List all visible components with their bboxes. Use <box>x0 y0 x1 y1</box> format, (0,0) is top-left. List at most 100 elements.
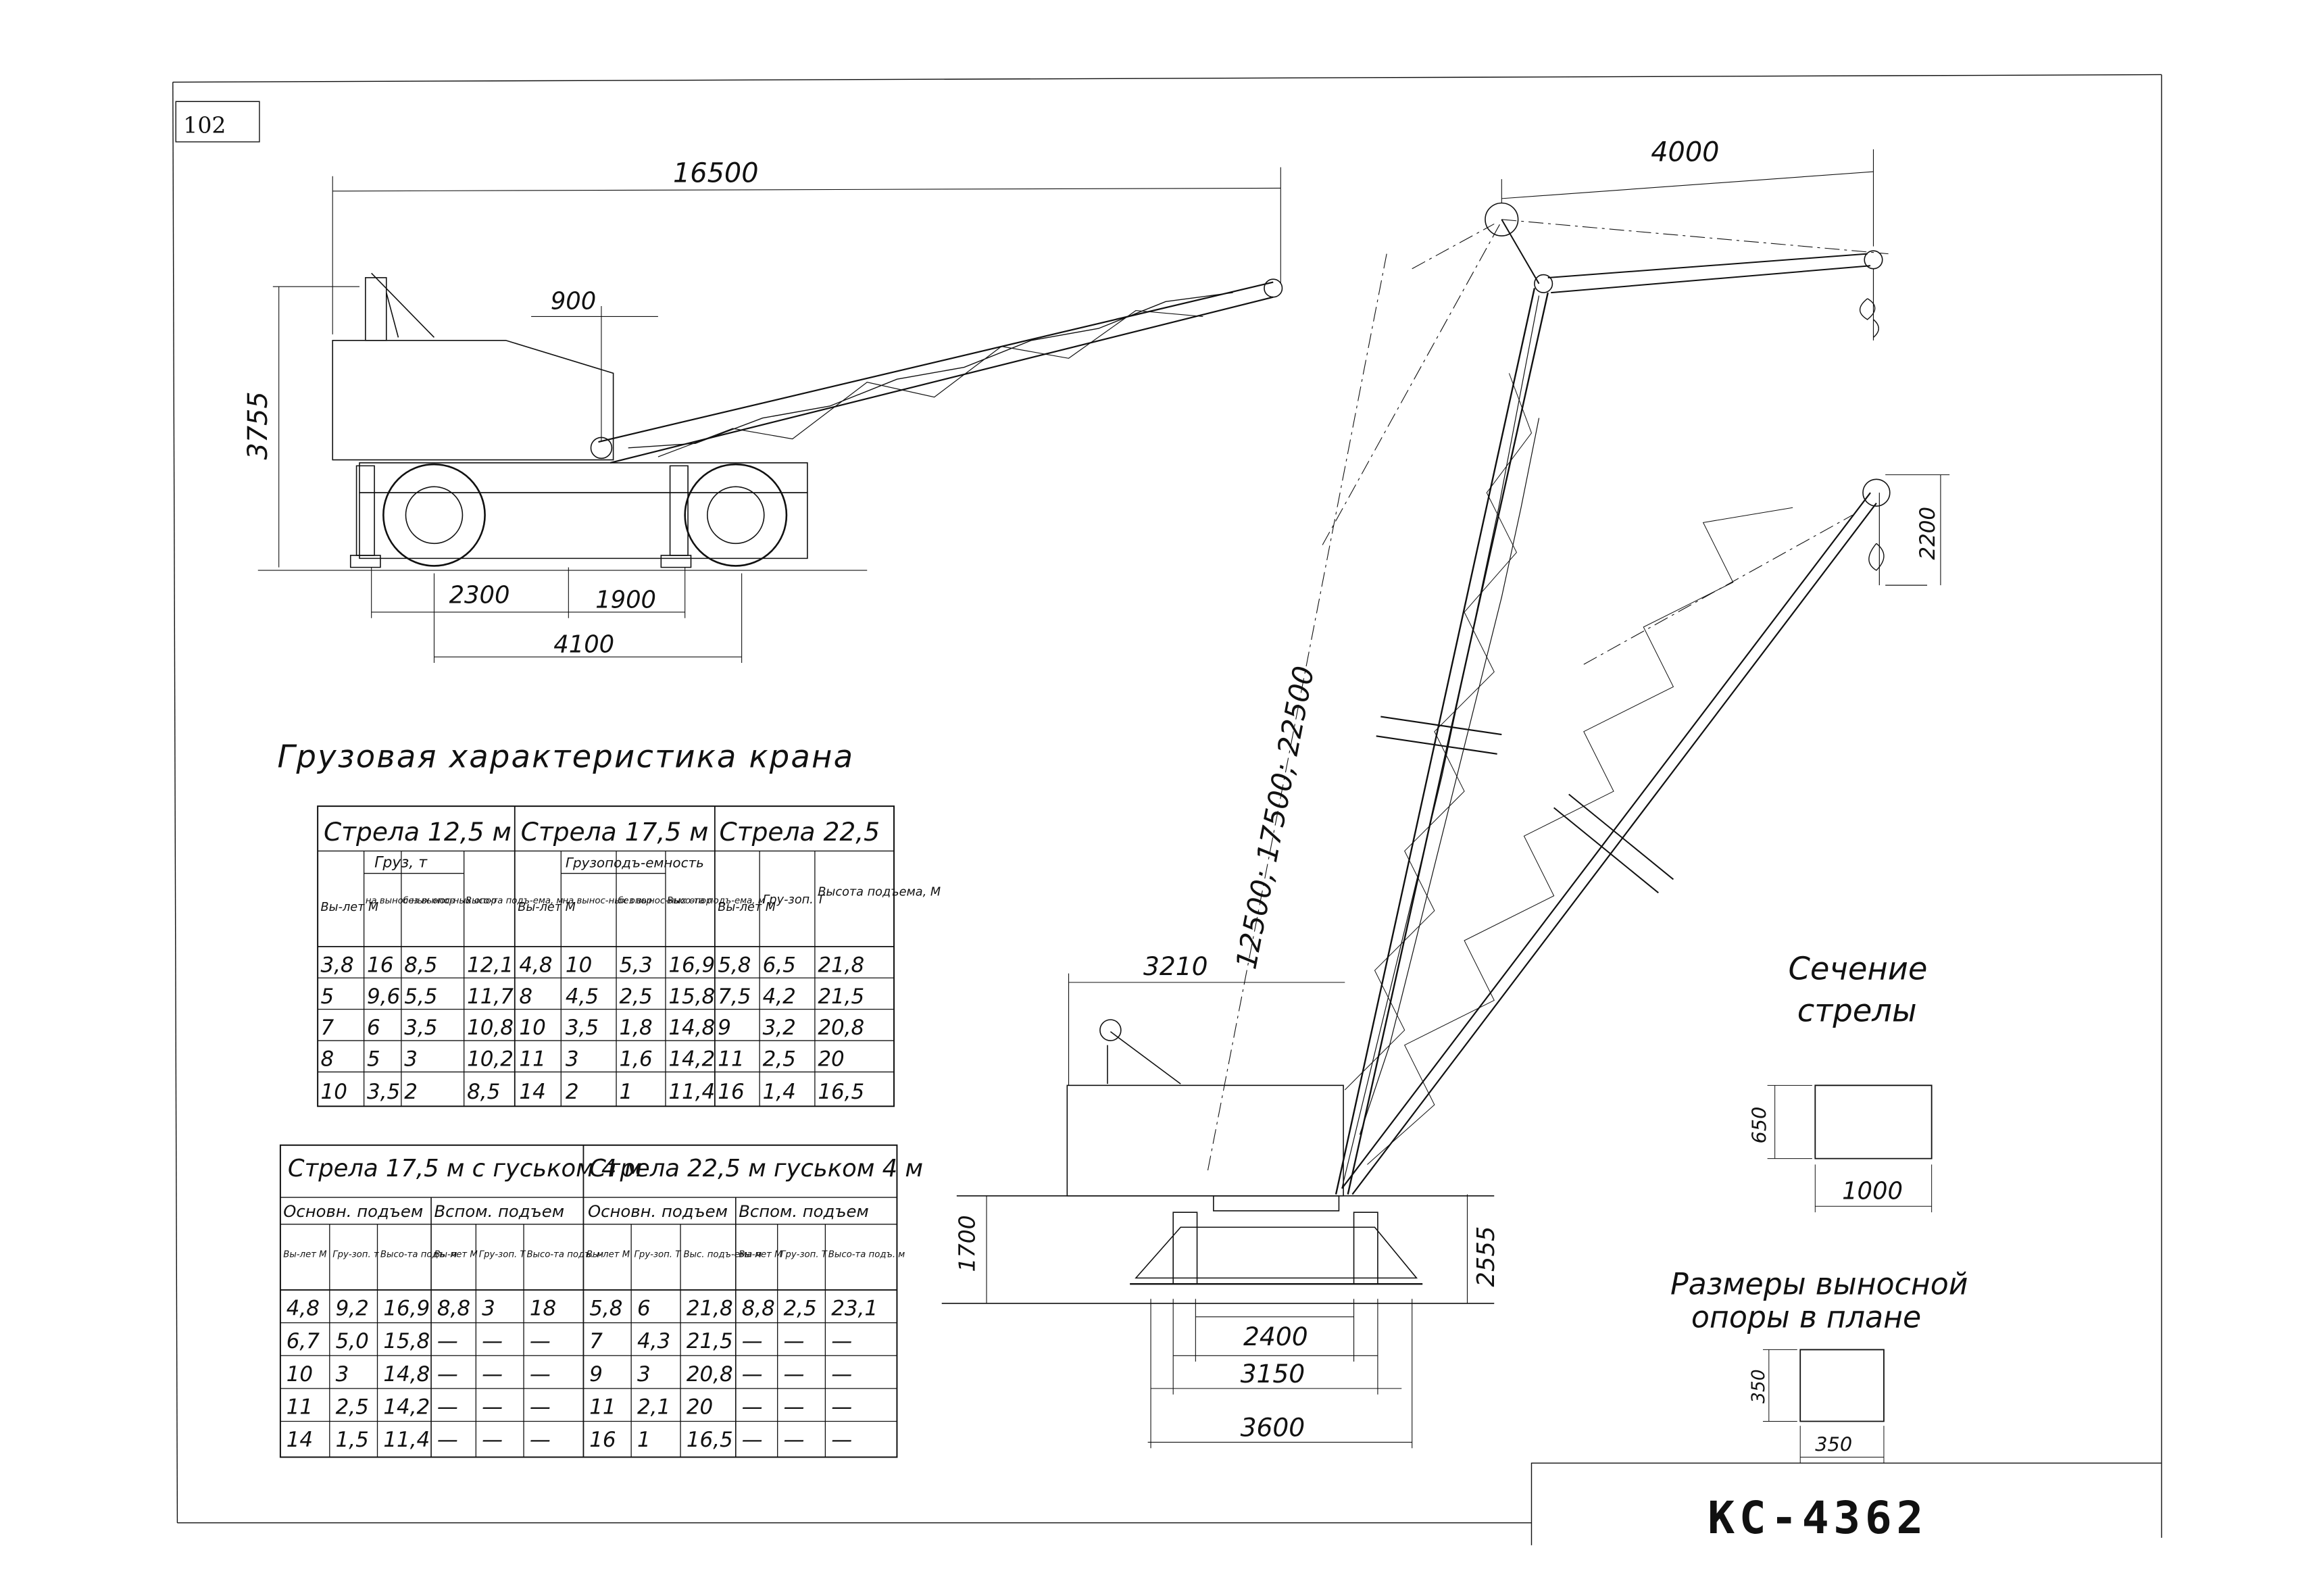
table1-cell: 3,5 <box>404 1016 437 1040</box>
table2-cell: — <box>437 1329 458 1353</box>
table2-cell: 14,8 <box>383 1362 430 1387</box>
table2-cell: 5,0 <box>336 1329 369 1353</box>
table1-cell: 3 <box>566 1047 579 1072</box>
dim-track-3150: 3150 <box>1241 1359 1305 1389</box>
table2-cell: 3 <box>637 1362 651 1387</box>
table1-group-1: Стрела 12,5 м <box>324 817 512 847</box>
table2-cell: 2,5 <box>336 1395 369 1419</box>
table1-cell: 3,5 <box>566 1016 599 1040</box>
table1-cell: 10 <box>321 1080 347 1104</box>
table1-cell: 3,8 <box>321 953 354 977</box>
table1-cell: 2 <box>404 1080 418 1104</box>
dim-axle-rear: 1900 <box>595 586 656 614</box>
crane-front-view <box>942 203 1927 1303</box>
table1-cell: 14 <box>519 1080 545 1104</box>
table2-cell: 4,3 <box>637 1329 670 1353</box>
table1-cell: 8,5 <box>467 1080 500 1104</box>
table1-cell: 1,6 <box>619 1047 652 1072</box>
table1-header-reach-1: Вы-лет М <box>321 901 379 914</box>
table2-cell: — <box>742 1362 763 1387</box>
table1-cell: 16,5 <box>818 1080 864 1104</box>
table1-header-height-3: Высота подъема, М <box>818 886 941 899</box>
table2-cell: 2,1 <box>637 1395 670 1419</box>
table2-subgroup-4: Вспом. подъем <box>739 1201 869 1221</box>
table1-cell: 9 <box>718 1016 731 1040</box>
table1-cell: 10 <box>566 953 592 977</box>
table2-header: Высо-та подъ. м <box>526 1249 603 1260</box>
table2-cell: 16 <box>589 1428 616 1452</box>
table1-cell: 5,8 <box>718 953 751 977</box>
table1-cell: 14,2 <box>668 1047 715 1072</box>
table1-cell: 20 <box>818 1047 844 1072</box>
table2-cell: — <box>482 1362 503 1387</box>
table2-cell: 1 <box>637 1428 651 1452</box>
table2-header: Вы-лет М <box>739 1249 782 1260</box>
table2-cell: 11 <box>589 1395 616 1419</box>
table1-cell: 6 <box>367 1016 380 1040</box>
table1-header-reach-3: Вы-лет М <box>718 901 776 914</box>
table1-cell: 21,5 <box>818 984 864 1009</box>
table2-cell: 4,8 <box>287 1297 320 1321</box>
dim-base: 4100 <box>553 631 614 659</box>
outrigger-title-2: опоры в плане <box>1691 1300 1921 1335</box>
table1-cell: 4,8 <box>519 953 552 977</box>
table1-cell: 11,7 <box>467 984 514 1009</box>
table2-header: Выс. подъ-ема м <box>683 1249 762 1260</box>
table2-cell: — <box>784 1362 805 1387</box>
table2-cell: 21,8 <box>687 1297 733 1321</box>
table1-cell: 16,9 <box>668 953 715 977</box>
table2-header: Гру-зоп. Т <box>479 1249 526 1260</box>
table2-subgroup-1: Основн. подъем <box>283 1201 423 1221</box>
table2-cell: 3 <box>482 1297 495 1321</box>
dim-jib-length: 4000 <box>1651 137 1719 168</box>
table1-cell: 2,5 <box>763 1047 796 1072</box>
table1-cell: 7,5 <box>718 984 751 1009</box>
table1-cell: 4,2 <box>763 984 796 1009</box>
table2-cell: — <box>784 1395 805 1419</box>
table1-cell: 2,5 <box>619 984 652 1009</box>
boom-section-title-1: Сечение <box>1789 950 1928 987</box>
sheet-frame <box>173 74 2162 1545</box>
table2-cell: 16,9 <box>383 1297 430 1321</box>
table2-cell: 7 <box>589 1329 603 1353</box>
table1-cell: 11 <box>519 1047 545 1072</box>
table2-cell: — <box>437 1362 458 1387</box>
load-table-2-text: Стрела 17,5 м с гуськом 4 м Стрела 22,5 … <box>283 1155 923 1221</box>
table1-cell: 3 <box>404 1047 418 1072</box>
side-view-dimensions <box>258 167 1281 663</box>
dim-support-height: 1700 <box>953 1215 980 1272</box>
table2-cell: — <box>742 1329 763 1353</box>
load-table-1 <box>318 806 894 1106</box>
table1-cell: 15,8 <box>668 984 715 1009</box>
table2-cell: — <box>482 1428 503 1452</box>
table2-cell: — <box>831 1362 852 1387</box>
table1-cell: 8 <box>321 1047 334 1072</box>
table1-cell: 3,2 <box>763 1016 796 1040</box>
table2-cell: — <box>831 1395 852 1419</box>
table2-cell: 18 <box>530 1297 556 1321</box>
dim-boom-lengths: 12500; 17500; 22500 <box>1229 664 1320 972</box>
table1-group-2: Стрела 17,5 м <box>521 817 709 847</box>
table1-cell: 5 <box>367 1047 380 1072</box>
dim-height: 3755 <box>243 391 274 459</box>
table1-cell: 5,5 <box>404 984 437 1009</box>
table2-cell: 8,8 <box>437 1297 470 1321</box>
table2-group-1: Стрела 17,5 м с гуськом 4 м <box>288 1155 642 1182</box>
table2-cell: 3 <box>336 1362 349 1387</box>
table1-cell: 5 <box>321 984 334 1009</box>
table1-cell: 16 <box>367 953 393 977</box>
table2-cell: — <box>530 1395 551 1419</box>
boom-section-drawing <box>1768 1085 1932 1212</box>
table2-cell: 11,4 <box>383 1428 430 1452</box>
table2-cell: — <box>742 1395 763 1419</box>
page-number: 102 <box>183 112 226 139</box>
table2-cell: — <box>482 1395 503 1419</box>
table1-cell: 8 <box>519 984 532 1009</box>
table2-cell: 14,2 <box>383 1395 430 1419</box>
dim-axle-front: 2300 <box>449 582 510 609</box>
table2-cell: — <box>437 1395 458 1419</box>
table2-cell: — <box>530 1329 551 1353</box>
table1-header-height-1: Высо-та подъ-ема, м <box>466 896 564 906</box>
